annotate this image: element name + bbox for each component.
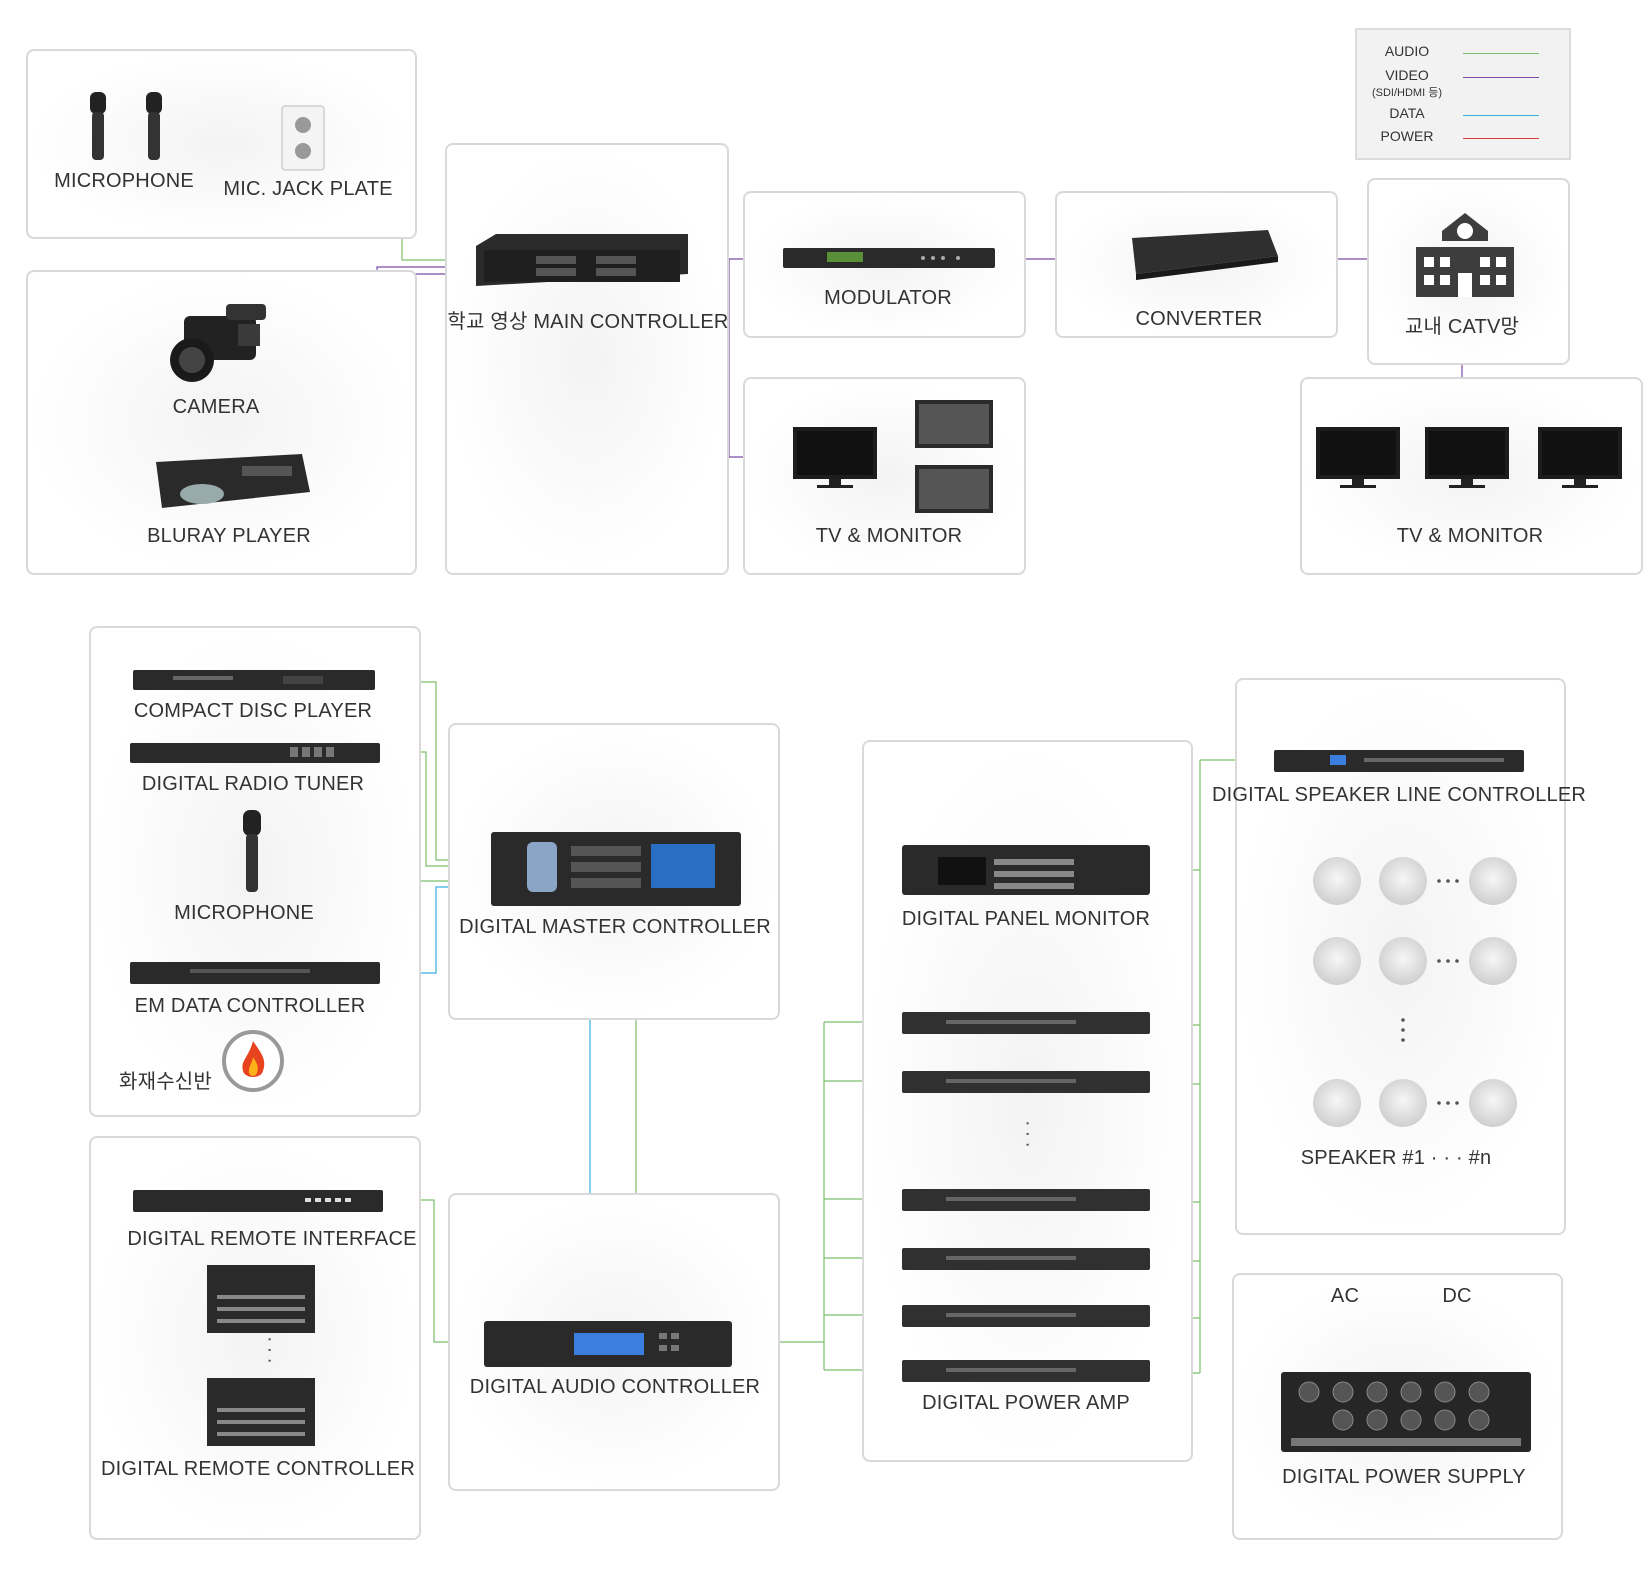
power-amp-icon — [902, 1248, 1150, 1270]
catv-label: 교내 CATV망 — [1404, 316, 1520, 338]
panel-monitor-label: DIGITAL PANEL MONITOR — [901, 908, 1151, 930]
camera-icon — [170, 304, 266, 382]
audio-controller-label: DIGITAL AUDIO CONTROLLER — [469, 1376, 761, 1398]
ac-label: AC — [1330, 1285, 1360, 1307]
power-amp-icon — [902, 1189, 1150, 1211]
legend-audio: AUDIO — [1357, 43, 1569, 63]
microphone-label: MICROPHONE — [54, 170, 194, 192]
monitor-icon — [793, 427, 877, 488]
school-building-icon — [1416, 213, 1514, 297]
cd-player-label: COMPACT DISC PLAYER — [133, 700, 373, 722]
power-amp-icon — [902, 1012, 1150, 1034]
legend-power: POWER — [1357, 128, 1569, 148]
monitor-icon — [1316, 427, 1400, 488]
rack-unit-icon — [133, 1190, 383, 1212]
microphone-icon — [146, 92, 162, 160]
rack-unit-icon — [783, 248, 995, 268]
converter-icon — [1132, 230, 1278, 280]
power-amp-icon — [902, 1305, 1150, 1327]
rack-unit-icon — [133, 670, 375, 690]
master-controller-label: DIGITAL MASTER CONTROLLER — [459, 916, 771, 938]
main-controller-label: 학교 영상 MAIN CONTROLLER — [447, 311, 729, 333]
power-supply-icon — [1281, 1372, 1531, 1452]
remote-interface-label: DIGITAL REMOTE INTERFACE — [127, 1228, 417, 1250]
microphone-label-2: MICROPHONE — [174, 902, 314, 924]
vertical-dots: ··· — [259, 1336, 281, 1368]
mic-box — [26, 49, 417, 239]
mic-jack-plate-label: MIC. JACK PLATE — [223, 178, 393, 200]
master-controller-icon — [491, 832, 741, 906]
monitor-icon — [915, 465, 993, 513]
bluray-player-label: BLURAY PLAYER — [147, 525, 311, 547]
power-amp-label: DIGITAL POWER AMP — [922, 1392, 1130, 1414]
legend-data: DATA — [1357, 105, 1569, 125]
legend-line — [1463, 115, 1539, 116]
power-amp-icon — [902, 1071, 1150, 1093]
power-supply-label: DIGITAL POWER SUPPLY — [1282, 1466, 1526, 1488]
vertical-dots: ··· — [1017, 1120, 1039, 1152]
remote-controller-icon — [207, 1265, 315, 1333]
jack-plate-icon — [281, 105, 325, 171]
rack-unit-icon — [476, 234, 688, 286]
legend-label: AUDIO — [1384, 43, 1430, 59]
ceiling-speaker-icon — [1313, 857, 1517, 1127]
audio-controller-icon — [484, 1321, 732, 1367]
rack-unit-icon — [130, 743, 380, 763]
dc-label: DC — [1442, 1285, 1472, 1307]
legend-label: DATA — [1389, 105, 1425, 121]
speaker-line-controller-label: DIGITAL SPEAKER LINE CONTROLLER — [1211, 784, 1587, 806]
speaker-grid — [1313, 857, 1517, 1127]
legend-label: VIDEO — [1385, 67, 1429, 83]
rack-unit-icon — [130, 962, 380, 984]
radio-tuner-label: DIGITAL RADIO TUNER — [141, 773, 365, 795]
legend-line — [1463, 138, 1539, 139]
monitor-icon — [1425, 427, 1509, 488]
fire-icon — [222, 1030, 284, 1092]
converter-label: CONVERTER — [1135, 308, 1263, 330]
legend-line — [1463, 77, 1539, 78]
tv-monitor-label: TV & MONITOR — [815, 525, 963, 547]
panel-monitor-icon — [902, 845, 1150, 895]
legend-video: VIDEO (SDI/HDMI 등) — [1357, 67, 1569, 99]
monitor-icon — [1538, 427, 1622, 488]
power-amp-icon — [902, 1360, 1150, 1382]
modulator-label: MODULATOR — [824, 287, 952, 309]
microphone-icon — [90, 92, 106, 160]
em-data-controller-label: EM DATA CONTROLLER — [134, 995, 366, 1017]
speaker-range-label: SPEAKER #1 · · · #n — [1300, 1147, 1492, 1169]
legend-sublabel: (SDI/HDMI 등) — [1371, 87, 1442, 99]
microphone-icon — [243, 810, 261, 892]
remote-controller-icon — [207, 1378, 315, 1446]
tv-monitor-label: TV & MONITOR — [1396, 525, 1544, 547]
rack-unit-icon — [1274, 750, 1524, 772]
main-controller-box — [445, 143, 729, 575]
remote-controller-label: DIGITAL REMOTE CONTROLLER — [101, 1458, 415, 1480]
legend: AUDIO VIDEO (SDI/HDMI 등) DATA POWER — [1355, 28, 1571, 160]
bluray-icon — [156, 454, 310, 508]
camera-label: CAMERA — [172, 396, 260, 418]
legend-line — [1463, 53, 1539, 54]
legend-label: POWER — [1380, 128, 1434, 144]
monitor-icon — [915, 400, 993, 448]
fire-panel-label: 화재수신반 — [119, 1071, 212, 1093]
